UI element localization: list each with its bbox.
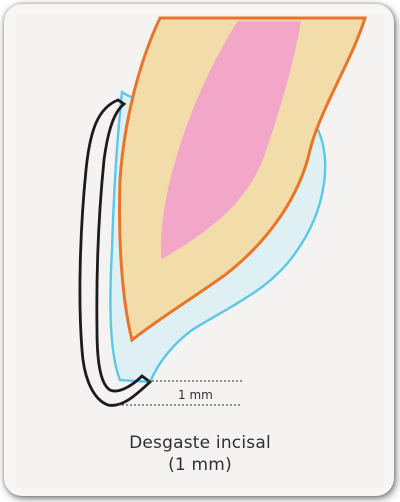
measurement-label: 1 mm xyxy=(178,388,213,402)
caption-title: Desgaste incisal xyxy=(0,433,400,453)
caption-subtitle: (1 mm) xyxy=(0,455,400,475)
